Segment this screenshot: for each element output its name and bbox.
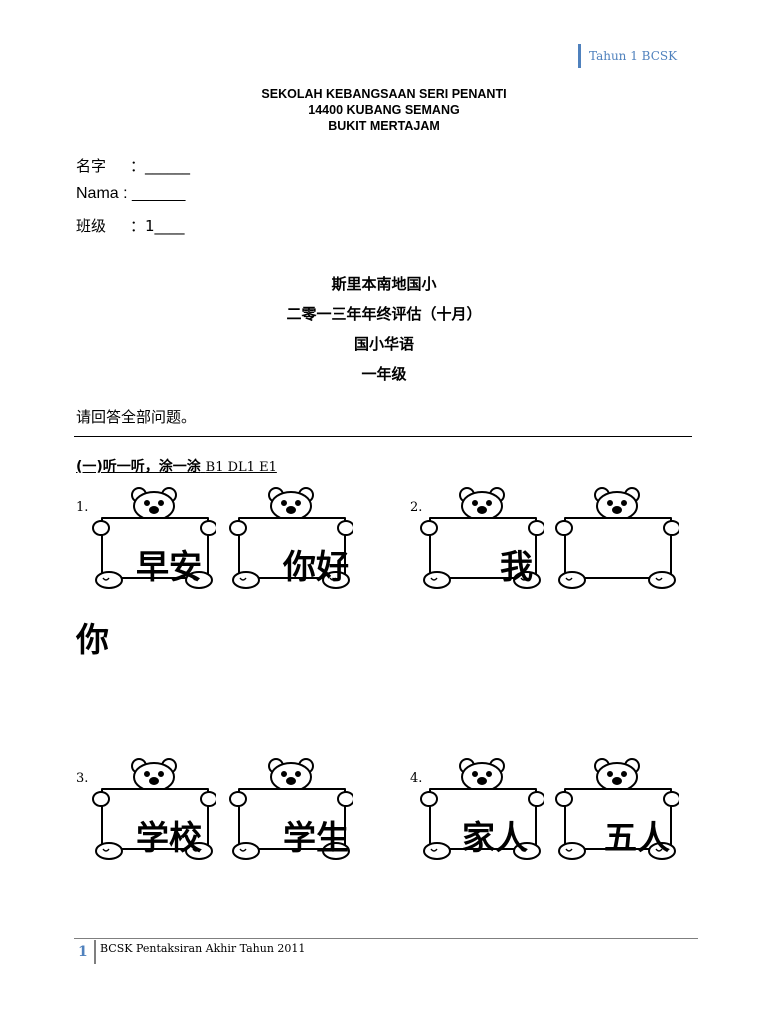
card-word: 五人 (604, 818, 670, 857)
bear-sign-icon (555, 487, 679, 589)
title-grade: 一年级 (361, 365, 407, 383)
school-header: SEKOLAH KEBANGSAAN SERI PENANTI 14400 KU… (0, 86, 768, 134)
school-postcode: 14400 KUBANG SEMANG (308, 103, 460, 117)
question-number: 3. (76, 771, 89, 786)
question-number: 4. (410, 771, 423, 786)
instruction: 请回答全部问题。 (76, 408, 197, 426)
card-word: 早安 (136, 547, 202, 586)
name-cn-sep: ： (130, 157, 146, 175)
question-number: 1. (76, 500, 89, 515)
question-number: 2. (410, 500, 423, 515)
name-row: Nama : ______ (76, 185, 186, 202)
card-word: 你好 (283, 547, 349, 586)
page-number: 1 (78, 944, 88, 960)
section-heading: (一)听一听，涂一涂 B1 DL1 E1 (76, 456, 277, 476)
footer-divider (74, 938, 698, 939)
section-codes: B1 DL1 E1 (205, 460, 277, 475)
school-town: BUKIT MERTAJAM (328, 119, 440, 133)
card-word: 我 (500, 547, 533, 586)
card-word: 学生 (283, 818, 349, 857)
name-cn-row: 名字 ：______ (76, 155, 190, 176)
footer-separator (94, 940, 96, 964)
school-name: SEKOLAH KEBANGSAAN SERI PENANTI (261, 87, 507, 101)
title-exam: 二零一三年年终评估（十月） (286, 305, 482, 323)
stray-word: 你 (76, 620, 109, 659)
class-label: 班级 (76, 217, 107, 235)
card-word: 家人 (462, 818, 528, 857)
title-school: 斯里本南地国小 (331, 275, 437, 293)
name-field[interactable]: ______ (132, 185, 186, 202)
class-field[interactable]: 1____ (145, 217, 185, 235)
card-word: 学校 (136, 818, 202, 857)
class-sep: ： (130, 217, 146, 235)
bear-card[interactable] (555, 486, 679, 596)
divider (74, 436, 692, 437)
title-subject: 国小华语 (353, 335, 414, 353)
name-cn-label: 名字 (76, 157, 107, 175)
section-label: (一)听一听，涂一涂 (76, 459, 201, 475)
header-tag: Tahun 1 BCSK (578, 44, 677, 68)
footer-text: BCSK Pentaksiran Akhir Tahun 2011 (100, 942, 306, 955)
class-row: 班级 ：1____ (76, 215, 185, 236)
name-cn-field[interactable]: ______ (145, 157, 191, 175)
name-label: Nama (76, 185, 119, 202)
exam-titles: 斯里本南地国小 二零一三年年终评估（十月） 国小华语 一年级 (0, 272, 768, 392)
